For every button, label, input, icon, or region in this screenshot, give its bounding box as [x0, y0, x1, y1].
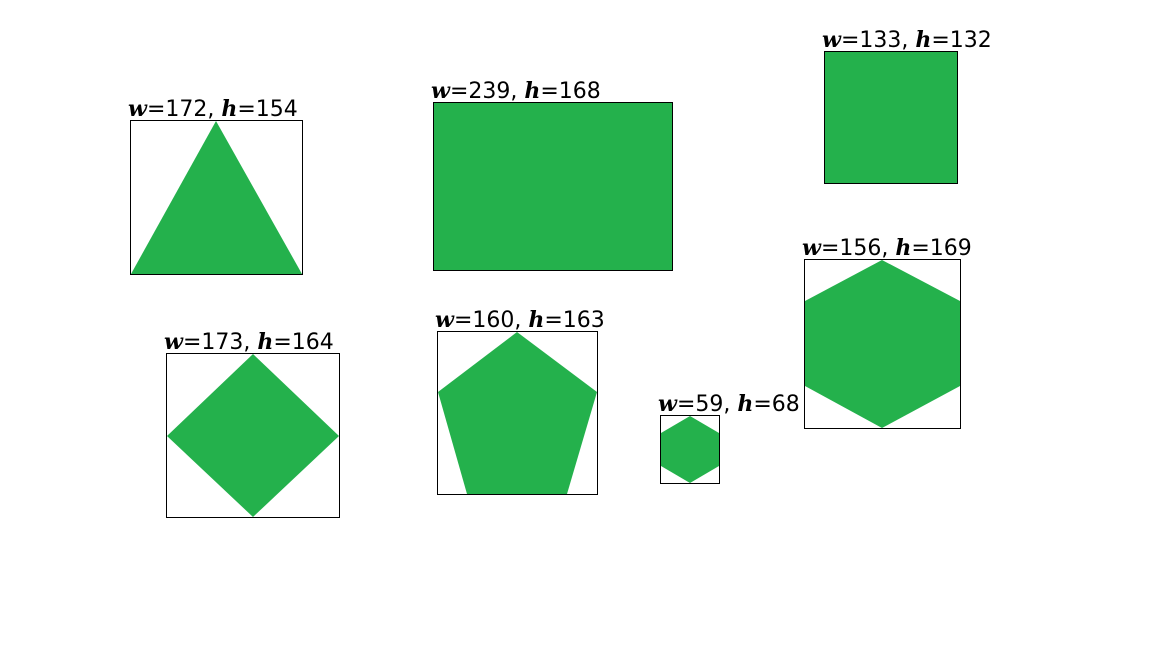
rectangle-figure: w=239, h=168	[431, 78, 673, 271]
diamond-shape	[167, 354, 339, 517]
rectangle-label: w=239, h=168	[431, 78, 601, 104]
large-hexagon-figure: w=156, h=169	[802, 235, 972, 429]
pentagon-figure: w=160, h=163	[435, 307, 605, 495]
triangle-label: w=172, h=154	[128, 96, 298, 122]
pentagon-label: w=160, h=163	[435, 307, 605, 333]
square-shape	[825, 52, 957, 183]
small-hexagon-bounding-box	[660, 415, 720, 484]
triangle-figure: w=172, h=154	[128, 96, 303, 275]
small-hexagon-figure: w=59, h=68	[658, 391, 800, 484]
rectangle-bounding-box	[433, 102, 673, 271]
large-hexagon-label: w=156, h=169	[802, 235, 972, 261]
pentagon-bounding-box	[437, 331, 598, 495]
square-figure: w=133, h=132	[822, 27, 992, 184]
pentagon-shape	[438, 332, 597, 494]
large-hexagon-bounding-box	[804, 259, 961, 429]
large-hexagon-shape	[805, 260, 960, 428]
diamond-label: w=173, h=164	[164, 329, 334, 355]
small-hexagon-shape	[661, 416, 719, 483]
triangle-bounding-box	[130, 120, 303, 275]
rectangle-shape	[434, 103, 672, 270]
diamond-bounding-box	[166, 353, 340, 518]
square-label: w=133, h=132	[822, 27, 992, 53]
diamond-figure: w=173, h=164	[164, 329, 340, 518]
square-bounding-box	[824, 51, 958, 184]
triangle-shape	[131, 121, 302, 274]
small-hexagon-label: w=59, h=68	[658, 391, 800, 417]
